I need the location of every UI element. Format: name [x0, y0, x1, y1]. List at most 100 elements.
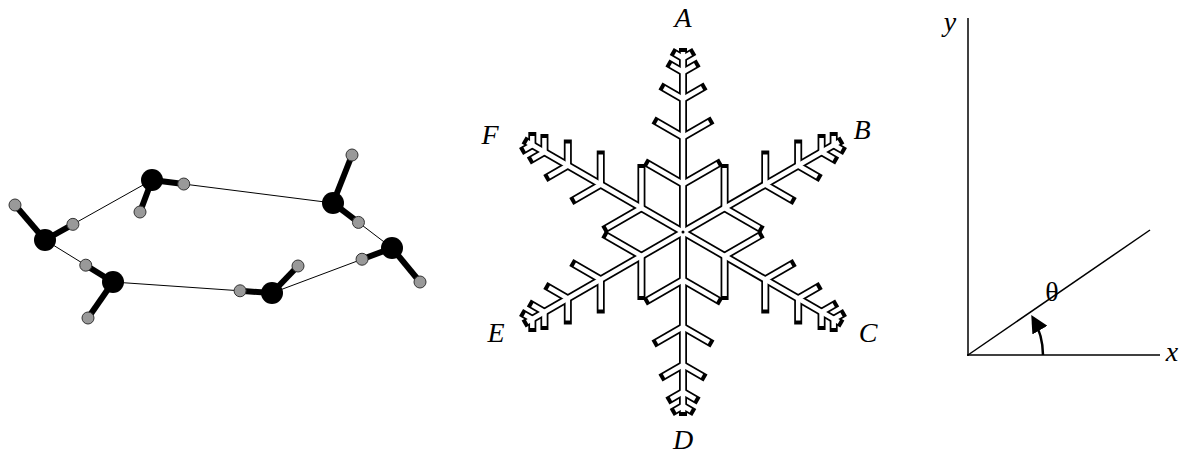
hydrogen-atom [414, 276, 426, 288]
ray [968, 230, 1150, 355]
ice-arm [607, 208, 642, 228]
ice-arm-fill [549, 288, 568, 299]
ice-arm [683, 280, 718, 300]
ice-arm-fill [683, 88, 702, 99]
ice-arm-fill [671, 65, 683, 72]
x-axis [967, 354, 1160, 356]
ice-arm [549, 288, 568, 299]
ice-arm [683, 88, 702, 99]
hydrogen-atom [9, 199, 21, 211]
ice-arm [721, 168, 729, 208]
ice-arm-fill [683, 280, 718, 300]
ice-arm-fill [549, 166, 568, 177]
ice-arm-fill [722, 256, 727, 296]
ice-arm-fill [566, 299, 571, 321]
arm-letter: F [481, 121, 498, 149]
ice-arm [761, 155, 769, 185]
ice-arm-fill [530, 319, 535, 328]
ice-arm [637, 168, 645, 208]
hydrogen-atom [134, 206, 146, 218]
hydrogen-atom [346, 149, 358, 161]
ice-arm [798, 288, 817, 299]
hydrogen-atom [67, 218, 79, 230]
ice-arm [597, 280, 605, 310]
hydrogen-bond [73, 180, 152, 224]
ice-arm [822, 305, 834, 312]
ice-arm-fill [831, 136, 836, 145]
ice-arm [597, 155, 605, 185]
ice-arm [575, 265, 601, 280]
ice-arm-fill [725, 236, 760, 256]
ice-arm-fill [575, 265, 601, 280]
ice-arm-fill [664, 365, 683, 376]
ice-arm [532, 305, 544, 312]
ice-arm-fill [648, 280, 683, 300]
ice-arm-fill [664, 88, 683, 99]
arm-letter: B [853, 116, 870, 144]
ice-arm-fill [683, 406, 691, 411]
ice-arm-fill [575, 185, 601, 200]
ice-arm-fill [525, 145, 533, 150]
ice-arm-fill [822, 305, 834, 312]
ice-arm [525, 145, 533, 150]
axes [967, 18, 1160, 356]
ice-arm [798, 166, 817, 177]
ice-arm [725, 208, 760, 228]
ice-arm-fill [675, 54, 683, 59]
ice-arm [725, 236, 760, 256]
ice-arm [761, 280, 769, 310]
ice-arm [657, 122, 683, 137]
ice-arm-fill [683, 122, 709, 137]
arm-letter: E [487, 319, 504, 347]
arm-letter: D [673, 426, 693, 454]
ice-arm [683, 327, 709, 342]
oxygen-atom [34, 229, 56, 251]
ice-arm-fill [527, 232, 683, 322]
hydrogen-atom [234, 285, 246, 297]
ice-arm [683, 365, 702, 376]
ice-arm-fill [683, 65, 695, 72]
hydrogen-bond [184, 184, 333, 203]
ice-arm-fill [834, 145, 842, 150]
ice-arm-fill [532, 152, 544, 159]
hydrogen-bond [113, 282, 240, 291]
ice-arm [549, 166, 568, 177]
ice-arm [679, 52, 687, 232]
angle-arc [1033, 318, 1043, 355]
ice-arm [607, 236, 642, 256]
ice-arm [527, 142, 683, 232]
ice-arm-fill [834, 315, 842, 320]
ice-arm-fill [798, 288, 817, 299]
ice-arm-fill [683, 54, 691, 59]
ice-arm-fill [532, 305, 544, 312]
ice-arm-fill [763, 155, 768, 185]
axis-name: y [944, 8, 956, 36]
ice-arm [532, 152, 544, 159]
ice-arm-fill [607, 208, 642, 228]
ice-arm-fill [566, 144, 571, 166]
ice-arm [527, 232, 683, 322]
ice-arm [721, 256, 729, 296]
ice-arm-fill [683, 327, 709, 342]
ice-arm [637, 256, 645, 296]
snowflake [525, 52, 842, 412]
ice-arm-fill [598, 155, 603, 185]
water-ring [9, 149, 426, 324]
ice-arm-fill [525, 315, 533, 320]
ice-arm-fill [681, 232, 686, 412]
oxygen-atom [141, 169, 163, 191]
hydrogen-atom [292, 260, 304, 272]
hydrogen-atom [352, 216, 364, 228]
ice-arm-fill [819, 138, 824, 152]
ice-arm-fill [796, 144, 801, 166]
oxygen-atom [261, 282, 283, 304]
hydrogen-bond [272, 259, 362, 293]
ice-arm-fill [819, 312, 824, 326]
ice-arm-fill [763, 280, 768, 310]
ice-arm-fill [607, 236, 642, 256]
ice-arm [765, 185, 791, 200]
flake-center [682, 231, 685, 234]
ice-arm-fill [671, 392, 683, 399]
